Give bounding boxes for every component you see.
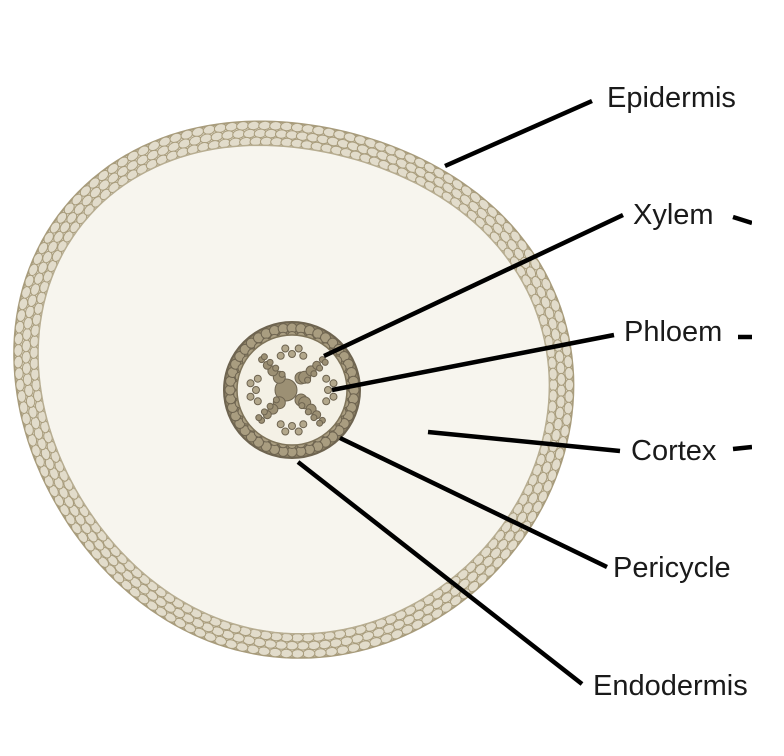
xylem-cell [274, 378, 298, 402]
xylem-cell [321, 358, 329, 366]
xylem-cell [272, 364, 280, 372]
phloem-cell [276, 351, 285, 360]
xylem-cell [316, 419, 324, 427]
phloem-cells [246, 344, 338, 436]
epidermis-cells [13, 120, 575, 659]
cortex-label: Cortex [631, 435, 717, 467]
xylem-right-tick [732, 214, 753, 226]
phloem-cell [288, 350, 296, 358]
xylem-label: Xylem [633, 199, 714, 231]
epidermis-cell [302, 648, 316, 659]
xylem-cell [266, 358, 274, 366]
phloem-cell [281, 427, 290, 436]
pericycle-leader-line [339, 435, 608, 570]
right-edge-mask [752, 0, 784, 756]
phloem-label: Phloem [624, 316, 722, 348]
leader-lines [296, 98, 753, 686]
phloem-cell [288, 422, 296, 430]
xylem-cell [304, 408, 312, 416]
epidermis-cell [285, 641, 299, 651]
phloem-cell [299, 420, 308, 429]
endodermis-leader-line [296, 460, 584, 686]
xylem-cell [298, 402, 306, 410]
epidermis-cell [556, 372, 567, 386]
epidermis-cell [291, 649, 305, 659]
root-cross-section [13, 120, 575, 659]
cortex-leader-line [427, 429, 621, 454]
labels: Epidermis Xylem Phloem Cortex Pericycle … [593, 82, 748, 702]
xylem-cell [255, 414, 263, 422]
phloem-cell [322, 397, 331, 406]
xylem-cells [255, 353, 329, 427]
phloem-leader-line [331, 332, 615, 393]
xylem-cell [310, 370, 318, 378]
xylem-cell [266, 402, 274, 410]
xylem-leader-line [323, 212, 624, 359]
xylem-cell [278, 370, 286, 378]
phloem-cell [281, 344, 290, 353]
xylem-cell [260, 353, 268, 361]
epidermis-cell [564, 366, 574, 380]
phloem-cell [253, 397, 262, 406]
epidermis-cell [564, 390, 574, 404]
phloem-cell [329, 379, 338, 388]
xylem-cell [316, 364, 324, 372]
phloem-cell [329, 392, 338, 401]
pericycle-label: Pericycle [613, 552, 731, 584]
phloem-cell [324, 386, 332, 394]
xylem-cell [310, 414, 318, 422]
phloem-cell [294, 427, 303, 436]
phloem-cell [294, 344, 303, 353]
epidermis-cell [564, 378, 575, 392]
xylem-cell [260, 408, 268, 416]
xylem-cell [304, 376, 312, 384]
epidermis-cell [548, 378, 559, 392]
phloem-cell [246, 392, 255, 401]
phloem-cell [253, 374, 262, 383]
phloem-cell [246, 379, 255, 388]
epidermis-cell [296, 641, 310, 651]
epidermis-label: Epidermis [607, 82, 736, 114]
phloem-cell [252, 386, 260, 394]
epidermis-cell [556, 384, 567, 398]
phloem-cell [299, 351, 308, 360]
epidermis-leader-line [444, 98, 593, 169]
phloem-cell [276, 420, 285, 429]
epidermis-cell [279, 648, 293, 659]
cortex-right-tick [732, 444, 753, 452]
endodermis-label: Endodermis [593, 670, 748, 702]
xylem-cell [272, 396, 280, 404]
phloem-cell [322, 374, 331, 383]
